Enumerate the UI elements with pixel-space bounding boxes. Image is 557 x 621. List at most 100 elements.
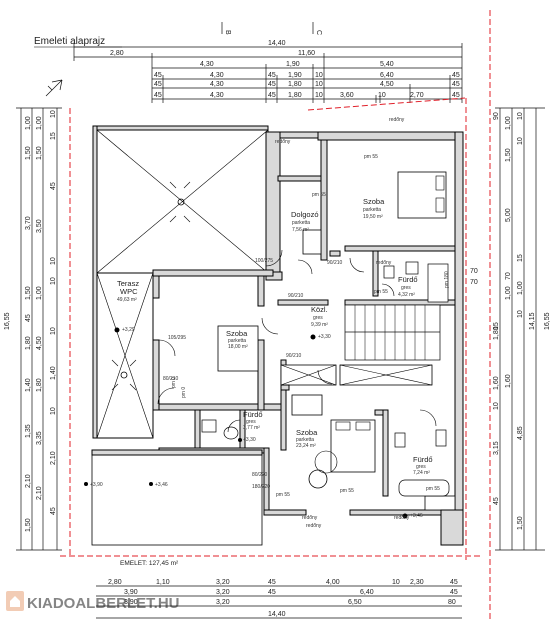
svg-text:1,40: 1,40 xyxy=(50,366,57,380)
svg-text:14,40: 14,40 xyxy=(268,40,286,47)
svg-text:15: 15 xyxy=(517,254,524,262)
svg-text:45: 45 xyxy=(154,92,162,99)
svg-text:1,80: 1,80 xyxy=(288,92,302,99)
room-label-bathroom-1: Fürdő gres 4,32 m² xyxy=(398,275,418,298)
svg-text:6,40: 6,40 xyxy=(360,589,374,596)
svg-text:1,00: 1,00 xyxy=(505,116,512,130)
level-markers: +3,29 +3,30 +3,46 +3,30 +3,46 +3,90 xyxy=(84,327,423,519)
svg-text:pm 55: pm 55 xyxy=(364,154,378,160)
svg-text:+3,46: +3,46 xyxy=(155,482,168,488)
svg-text:45: 45 xyxy=(154,72,162,79)
walls xyxy=(91,131,464,546)
svg-text:2,70: 2,70 xyxy=(410,92,424,99)
property-boundary xyxy=(60,10,491,621)
svg-text:2,10: 2,10 xyxy=(36,486,43,500)
svg-text:10: 10 xyxy=(315,81,323,88)
axis-marker-c: C xyxy=(312,22,322,35)
svg-text:10: 10 xyxy=(315,72,323,79)
svg-text:11,60: 11,60 xyxy=(298,50,315,57)
svg-text:70: 70 xyxy=(505,272,512,280)
svg-text:10: 10 xyxy=(392,579,400,586)
svg-text:4,30: 4,30 xyxy=(210,92,224,99)
svg-text:2,80: 2,80 xyxy=(110,50,124,57)
svg-text:4,85: 4,85 xyxy=(517,426,524,440)
svg-text:1,80: 1,80 xyxy=(493,326,500,340)
toilet-icon xyxy=(201,261,450,497)
svg-text:1,10: 1,10 xyxy=(156,579,170,586)
svg-text:pm 55: pm 55 xyxy=(276,492,290,498)
svg-text:100/275: 100/275 xyxy=(255,258,273,264)
svg-text:2,30: 2,30 xyxy=(410,579,424,586)
svg-text:redőny: redőny xyxy=(389,117,405,123)
svg-text:Terasz: Terasz xyxy=(117,279,139,288)
svg-text:15: 15 xyxy=(50,132,57,140)
svg-text:B: B xyxy=(224,30,231,35)
svg-text:pm 55: pm 55 xyxy=(312,192,326,198)
svg-text:1,80: 1,80 xyxy=(288,81,302,88)
svg-text:10: 10 xyxy=(517,310,524,318)
svg-text:Fürdő: Fürdő xyxy=(413,455,433,464)
svg-text:10: 10 xyxy=(378,92,386,99)
svg-text:3,90: 3,90 xyxy=(124,599,138,606)
svg-text:90/210: 90/210 xyxy=(327,260,343,266)
svg-text:+3,30: +3,30 xyxy=(243,437,256,443)
svg-text:45: 45 xyxy=(452,81,460,88)
svg-text:4,50: 4,50 xyxy=(36,336,43,350)
svg-text:10: 10 xyxy=(50,327,57,335)
door-labels: 90/210 100/275 90/210 90/210 105/295 80/… xyxy=(163,258,343,490)
room-label-bedroom-2: Szoba parketta 18,00 m² xyxy=(226,329,248,350)
svg-text:90/210: 90/210 xyxy=(286,353,302,359)
svg-text:4,00: 4,00 xyxy=(326,579,340,586)
svg-text:gres: gres xyxy=(313,315,323,321)
room-label-study: Dolgozó parketta 7,56 m² xyxy=(291,210,319,233)
right-dimensions: 16,55 1,00 1,50 5,00 70 1,00 1,60 14,15 … xyxy=(493,107,551,551)
svg-text:45: 45 xyxy=(154,81,162,88)
svg-text:pm 180: pm 180 xyxy=(444,271,450,288)
svg-text:1,60: 1,60 xyxy=(505,374,512,388)
svg-text:45: 45 xyxy=(268,72,276,79)
room-label-bathroom-2: Fürdő gres 3,77 m² xyxy=(243,410,263,431)
plan-title: Emeleti alaprajz xyxy=(34,36,105,47)
svg-text:4,32 m²: 4,32 m² xyxy=(398,292,415,298)
svg-text:Szoba: Szoba xyxy=(226,329,248,338)
svg-text:5,00: 5,00 xyxy=(505,208,512,222)
svg-text:45: 45 xyxy=(50,507,57,515)
svg-text:Fürdő: Fürdő xyxy=(398,275,418,284)
svg-text:45: 45 xyxy=(452,72,460,79)
svg-text:Közl.: Közl. xyxy=(311,305,328,314)
svg-text:gres: gres xyxy=(246,419,256,425)
svg-text:Dolgozó: Dolgozó xyxy=(291,210,319,219)
svg-text:10: 10 xyxy=(50,110,57,118)
svg-text:45: 45 xyxy=(268,81,276,88)
svg-text:45: 45 xyxy=(493,497,500,505)
svg-text:redőny: redőny xyxy=(394,515,410,521)
svg-text:3,90: 3,90 xyxy=(124,589,138,596)
svg-text:3,20: 3,20 xyxy=(216,579,230,586)
side-labels: 70 70 xyxy=(470,268,478,286)
svg-text:6,40: 6,40 xyxy=(380,72,394,79)
svg-text:14,40: 14,40 xyxy=(268,611,286,618)
svg-text:7,56 m²: 7,56 m² xyxy=(292,227,309,233)
svg-text:23,24 m²: 23,24 m² xyxy=(296,443,316,449)
axis-marker-b: B xyxy=(221,22,231,35)
svg-text:3,77 m²: 3,77 m² xyxy=(243,425,260,431)
svg-text:45: 45 xyxy=(268,579,276,586)
terrace xyxy=(92,125,269,439)
svg-text:1,00: 1,00 xyxy=(505,286,512,300)
svg-text:1,00: 1,00 xyxy=(36,116,43,130)
door-swings xyxy=(157,249,437,433)
svg-text:45: 45 xyxy=(50,182,57,190)
svg-text:80: 80 xyxy=(448,599,456,606)
svg-text:10: 10 xyxy=(50,407,57,415)
svg-text:49,63 m²: 49,63 m² xyxy=(117,297,137,303)
svg-text:gres: gres xyxy=(416,464,426,470)
svg-text:10: 10 xyxy=(50,257,57,265)
svg-text:4,50: 4,50 xyxy=(380,81,394,88)
svg-text:4,30: 4,30 xyxy=(210,72,224,79)
svg-text:Fürdő: Fürdő xyxy=(243,410,263,419)
svg-text:3,70: 3,70 xyxy=(25,216,32,230)
svg-text:1,00: 1,00 xyxy=(36,286,43,300)
svg-text:105/295: 105/295 xyxy=(168,335,186,341)
svg-text:1,60: 1,60 xyxy=(493,376,500,390)
